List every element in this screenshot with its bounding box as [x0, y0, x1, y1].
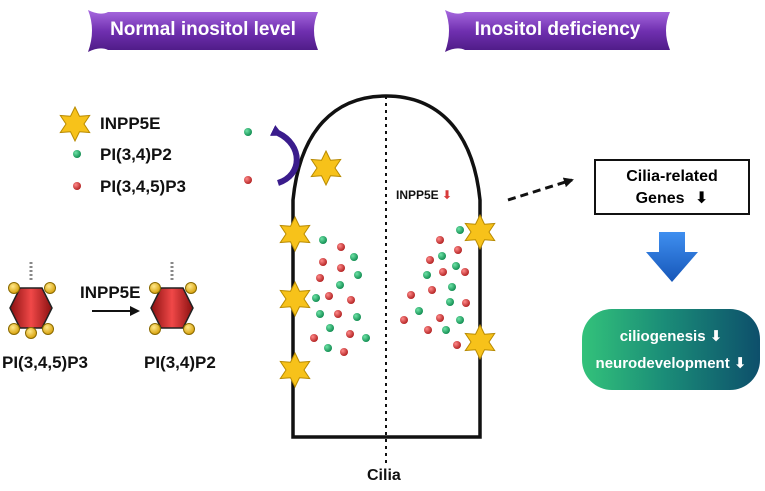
legend-green-label: PI(3,4)P2	[100, 145, 172, 164]
curved-arrow-red-dot	[244, 176, 252, 184]
outcome-line2: neurodevelopment ⬇	[582, 350, 760, 377]
neurodevelopment-down-arrow-icon: ⬇	[733, 355, 747, 372]
left-dot-cluster	[310, 236, 370, 356]
cilia-label: Cilia	[367, 467, 401, 484]
cilia-inpp5e-label: INPP5E ⬇	[396, 188, 452, 202]
genes-down-arrow-icon: ⬇	[694, 190, 709, 207]
right-dot-cluster	[400, 226, 470, 349]
banner-normal-inositol: Normal inositol level	[110, 19, 296, 40]
genes-box-line2-text: Genes	[635, 190, 685, 207]
genes-box-line2: Genes ⬇	[596, 188, 748, 210]
molecule-pi34p2	[149, 262, 197, 335]
cilia-inpp5e-text: INPP5E	[396, 188, 439, 202]
reaction-product-label: PI(3,4)P2	[144, 353, 216, 372]
reaction-enzyme-label: INPP5E	[80, 283, 141, 302]
inpp5e-star-right-2	[464, 324, 496, 360]
outcome-box: ciliogenesis ⬇ neurodevelopment ⬇	[582, 309, 760, 390]
outcome-line1: ciliogenesis ⬇	[582, 323, 760, 350]
banner-inositol-deficiency: Inositol deficiency	[474, 19, 641, 40]
inpp5e-star-left-3	[279, 352, 311, 388]
outcome-line1-text: ciliogenesis	[619, 328, 706, 345]
molecule-pip3	[8, 262, 56, 339]
inpp5e-star-right-1	[464, 214, 496, 250]
inpp5e-star-top-left	[310, 150, 342, 186]
banner-right-ribbon	[445, 10, 670, 52]
banner-left-ribbon	[88, 10, 318, 52]
legend-star-label: INPP5E	[100, 114, 161, 133]
curved-arrow-green-dot	[244, 128, 252, 136]
cilia-related-genes-box: Cilia-related Genes ⬇	[594, 159, 750, 215]
outcome-line2-text: neurodevelopment	[595, 355, 730, 372]
legend-star-icon	[59, 106, 91, 142]
legend-green-dot-icon	[73, 150, 81, 158]
inpp5e-star-left-2	[279, 281, 311, 317]
curved-conversion-arrow	[269, 124, 300, 186]
inpp5e-down-arrow-icon: ⬇	[442, 188, 453, 202]
ciliogenesis-down-arrow-icon: ⬇	[709, 328, 723, 345]
inpp5e-star-left-1	[279, 216, 311, 252]
dashed-arrow-to-genes	[507, 177, 574, 202]
blue-down-arrow	[646, 232, 698, 282]
legend-red-dot-icon	[73, 182, 81, 190]
legend-red-label: PI(3,4,5)P3	[100, 177, 186, 196]
genes-box-line1: Cilia-related	[626, 168, 718, 185]
reaction-substrate-label: PI(3,4,5)P3	[2, 353, 88, 372]
